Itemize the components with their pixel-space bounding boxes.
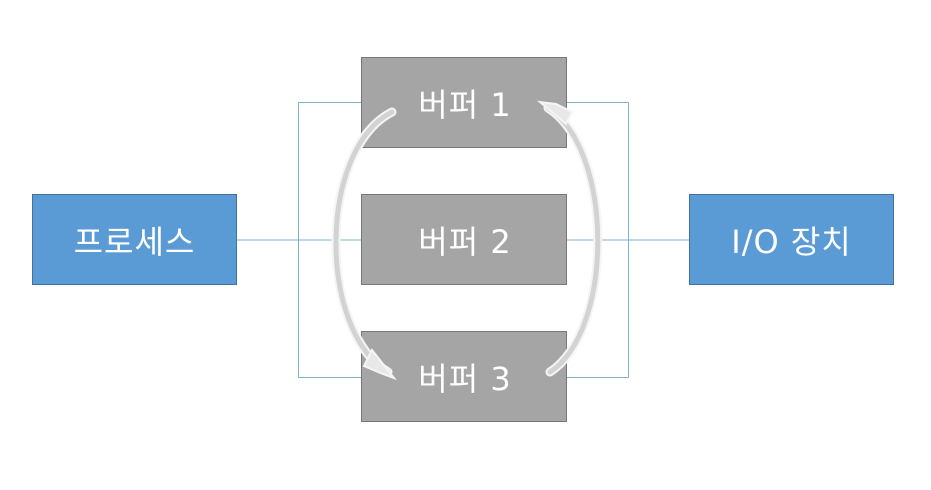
buffer-3-box: 버퍼 3 — [361, 331, 567, 422]
buffer-1-label: 버퍼 1 — [418, 85, 512, 124]
buffer-3-label: 버퍼 3 — [418, 359, 512, 398]
process-box: 프로세스 — [32, 194, 237, 285]
buffer-2-label: 버퍼 2 — [418, 222, 512, 261]
buffer-1-box: 버퍼 1 — [361, 57, 567, 148]
buffer-2-box: 버퍼 2 — [361, 194, 567, 285]
io-device-box: I/O 장치 — [689, 194, 894, 285]
io-device-label: I/O 장치 — [731, 222, 852, 261]
process-label: 프로세스 — [73, 222, 196, 261]
